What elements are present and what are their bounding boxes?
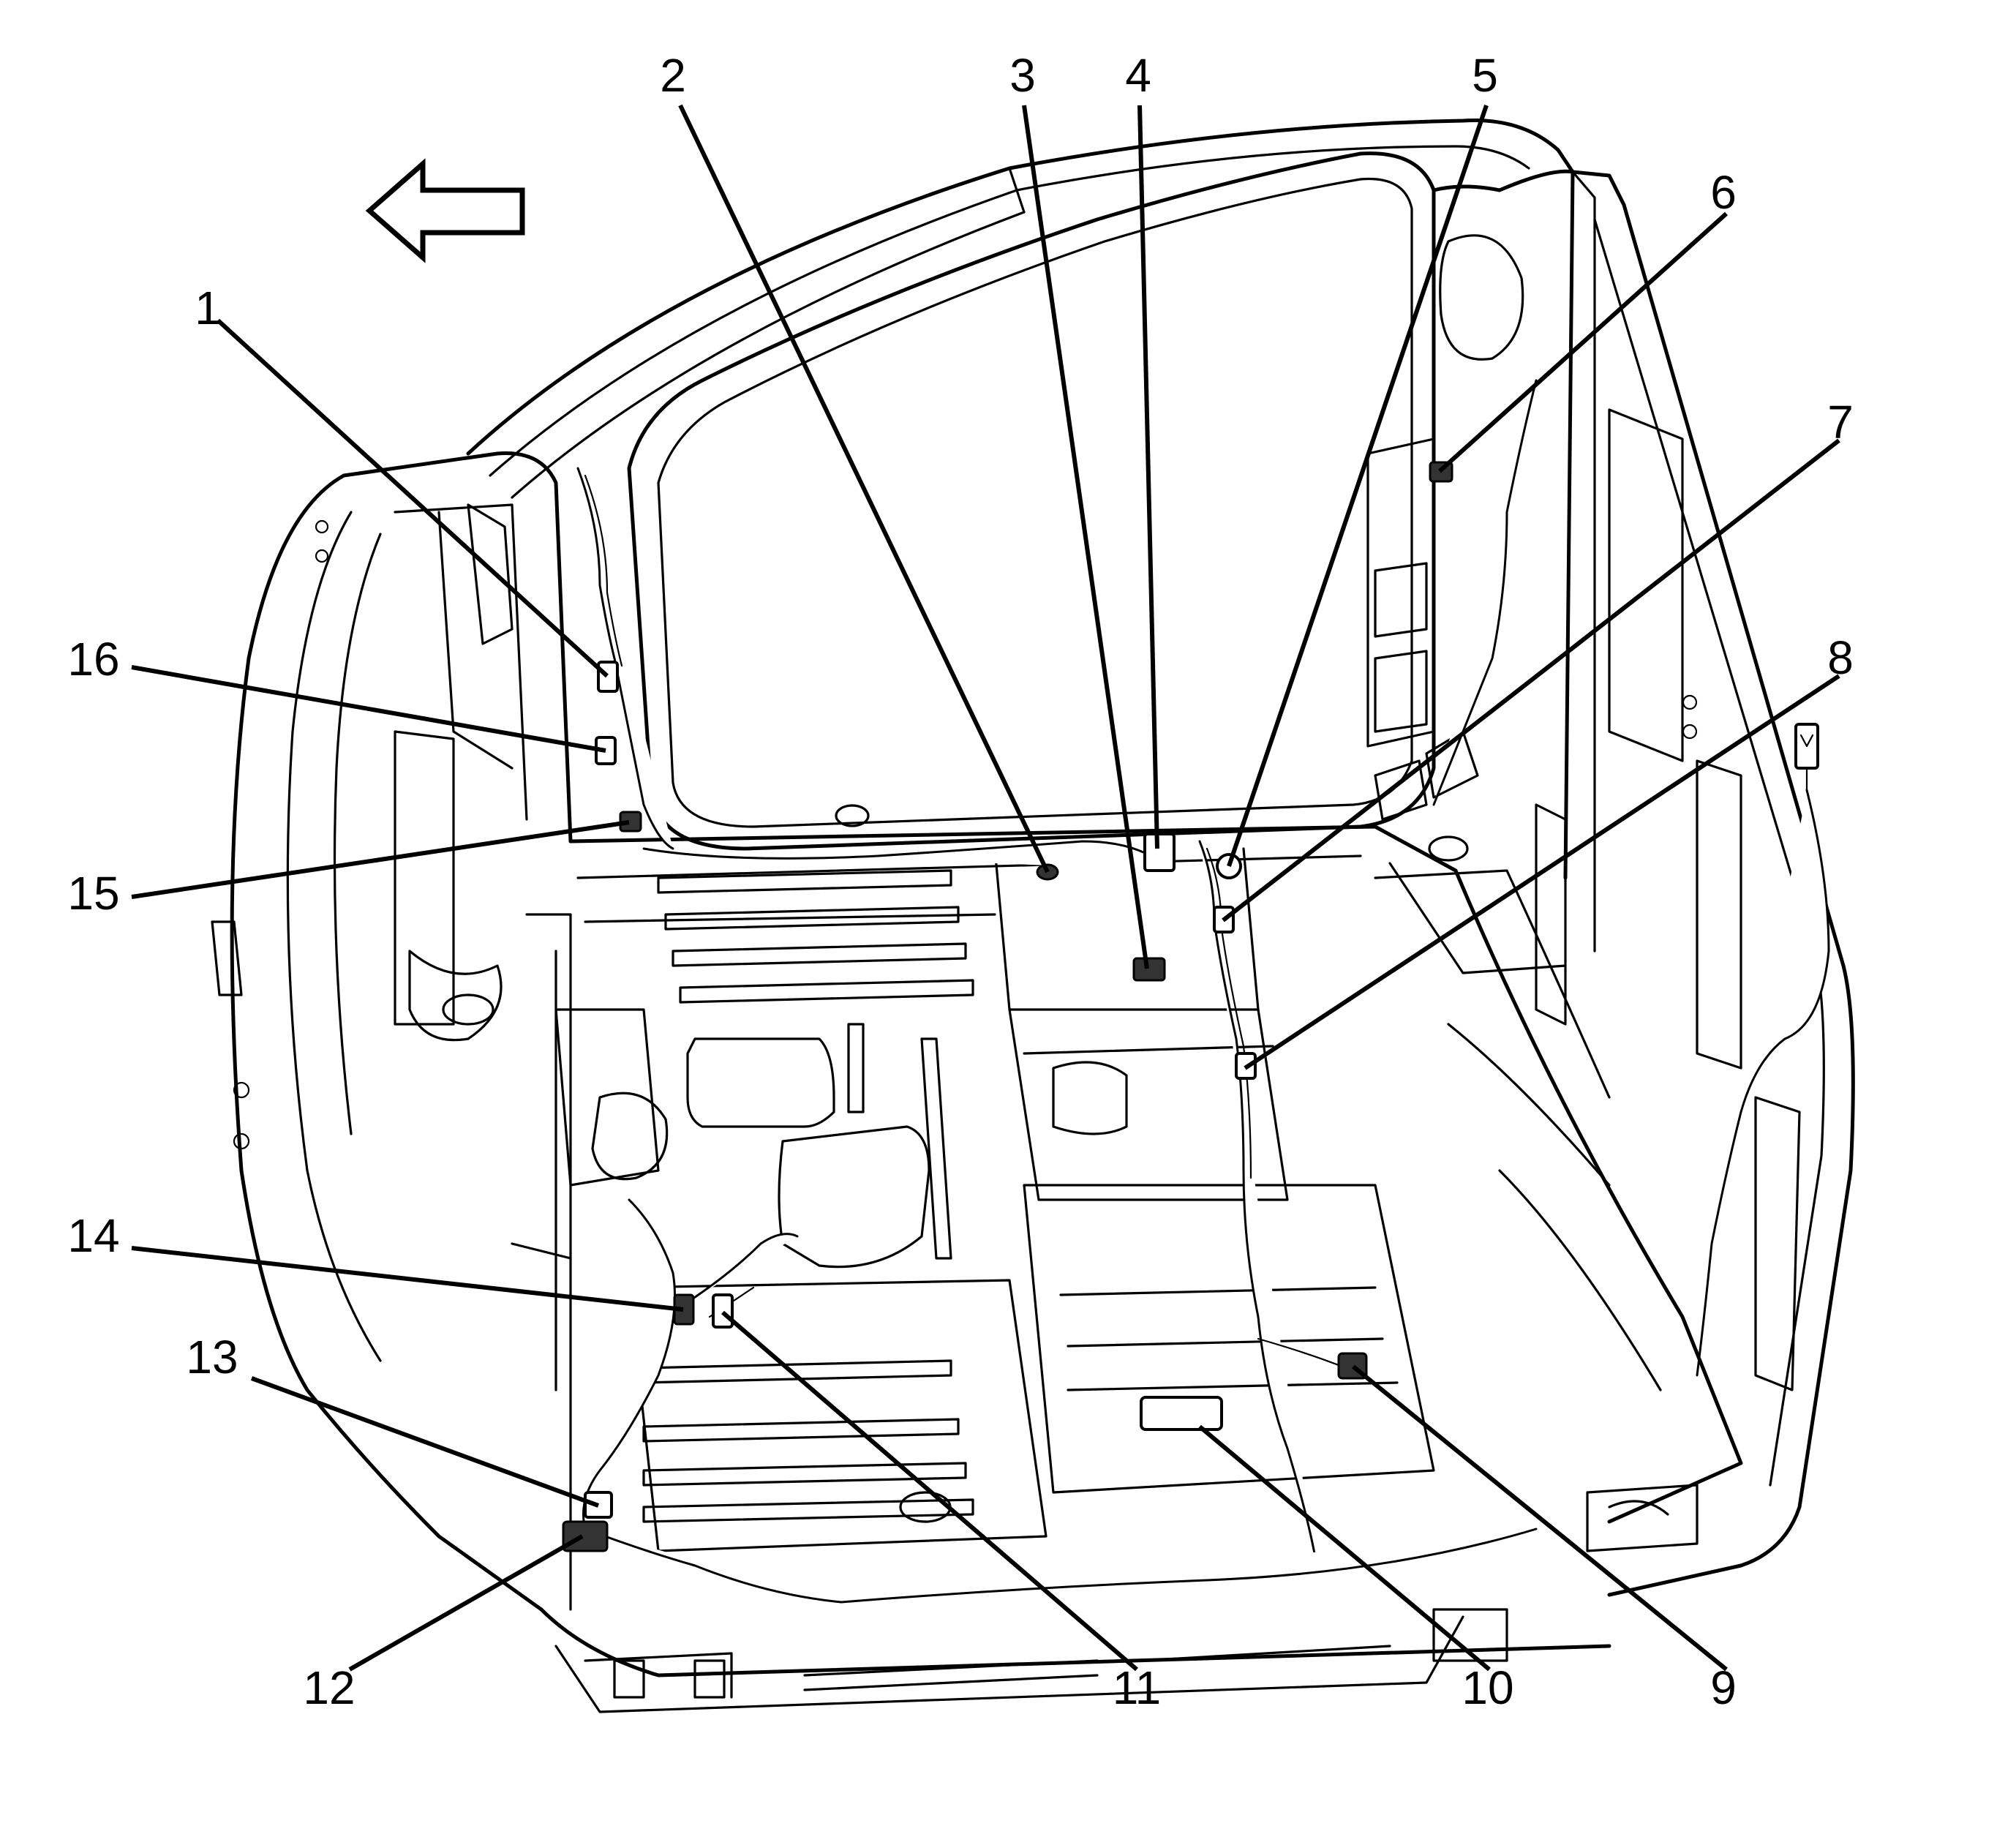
leader-lines xyxy=(131,104,1840,1672)
vehicle-body-outline xyxy=(211,119,1855,1713)
leader-9 xyxy=(1352,1364,1728,1672)
leader-3 xyxy=(1022,105,1149,969)
leader-11 xyxy=(721,1310,1138,1672)
wiring-harness xyxy=(576,379,1830,1604)
callout-3: 3 xyxy=(1009,49,1036,102)
leader-7 xyxy=(1222,438,1840,923)
leader-14 xyxy=(131,1246,684,1312)
callout-16: 16 xyxy=(67,633,119,685)
callout-6: 6 xyxy=(1710,166,1737,219)
leader-12 xyxy=(348,1534,584,1672)
callout-10: 10 xyxy=(1462,1661,1513,1714)
connector-4 xyxy=(1143,833,1176,872)
leader-8 xyxy=(1244,674,1840,1070)
callout-15: 15 xyxy=(67,867,119,920)
callout-7: 7 xyxy=(1827,396,1854,448)
connector-3 xyxy=(1132,957,1166,982)
leader-10 xyxy=(1198,1424,1491,1672)
leader-2 xyxy=(678,104,1050,873)
callout-11: 11 xyxy=(1113,1661,1161,1714)
callout-5: 5 xyxy=(1472,49,1498,102)
leader-15 xyxy=(131,820,630,899)
leader-5 xyxy=(1227,105,1489,867)
connector-11 xyxy=(712,1293,734,1329)
callout-labels: 1 2 3 4 5 6 7 8 9 10 11 12 13 14 15 16 xyxy=(67,49,1853,1714)
leader-4 xyxy=(1137,105,1159,849)
callout-2: 2 xyxy=(660,49,686,102)
leader-6 xyxy=(1437,211,1729,473)
leader-13 xyxy=(250,1376,600,1508)
connector-1 xyxy=(597,661,619,693)
leader-16 xyxy=(131,665,606,753)
callout-14: 14 xyxy=(67,1209,119,1262)
callout-1: 1 xyxy=(195,282,221,334)
left-arrow-icon xyxy=(365,158,525,263)
callout-4: 4 xyxy=(1125,49,1151,102)
callout-9: 9 xyxy=(1710,1661,1737,1714)
connector-12 xyxy=(562,1520,609,1552)
callout-12: 12 xyxy=(303,1661,355,1714)
connector-10 xyxy=(1140,1396,1223,1431)
callout-13: 13 xyxy=(186,1331,238,1383)
leader-1 xyxy=(216,318,609,678)
callout-8: 8 xyxy=(1827,631,1854,684)
